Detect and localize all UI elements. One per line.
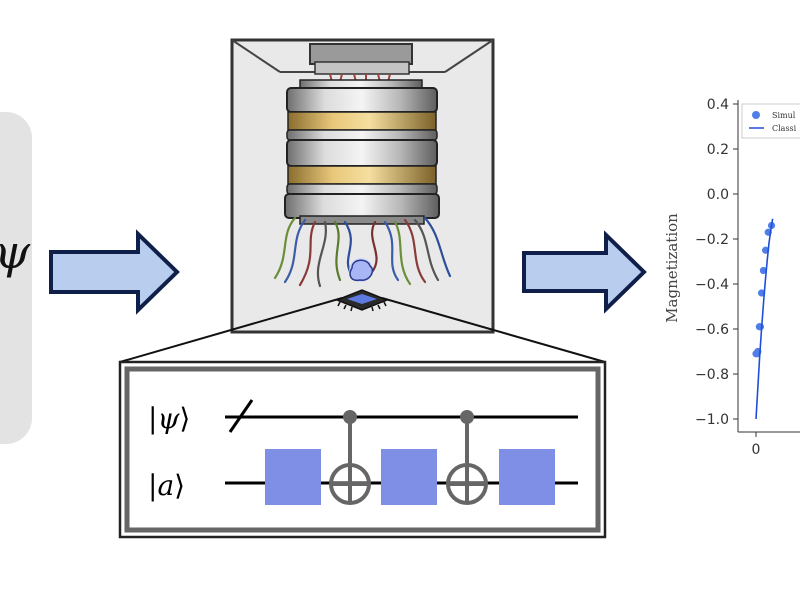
y-tick-label: 0.0 [707,187,729,203]
left-equation-panel [0,112,32,444]
chart-legend: Simul Classi [741,103,800,139]
arrow-right-2 [522,230,647,314]
y-tick-label: −0.2 [695,232,729,248]
x-tick-label: 0 [752,442,761,458]
legend-label-classi: Classi [772,124,797,133]
multi-qubit-slash [228,399,254,433]
data-point-simul [759,266,768,275]
qubit-label-psi: |ψ⟩ [148,402,190,435]
y-tick-label: −0.4 [695,277,729,293]
series-line-classi [755,218,774,420]
gate-1 [265,449,321,505]
data-point-simul [756,323,765,331]
cnot-gate-1 [329,410,371,505]
gate-3 [499,449,555,505]
quantum-circuit: |ψ⟩ |a⟩ [118,360,607,539]
arrow-right-1 [49,229,180,315]
zoom-line-left [119,297,343,363]
cnot-gate-2 [446,410,488,505]
y-tick-label: −0.8 [695,367,729,383]
y-tick-label: 0.4 [707,97,729,113]
legend-label-simul: Simul [772,111,796,120]
y-tick-label: −0.6 [695,322,729,338]
zoom-line-right [381,297,606,363]
y-axis-label: Magnetization [663,213,681,323]
data-point-simul [757,289,766,297]
qubit-label-a: |a⟩ [148,469,185,502]
cryostat-illustration [230,38,495,334]
legend-marker-simul [752,111,760,119]
y-tick-label: −1.0 [695,412,729,428]
magnetization-chart: 0.4 0.2 0.0 −0.2 −0.4 −0.6 −0.8 −1.0 0 Magnetiz… [663,97,800,458]
gate-2 [381,449,437,505]
y-tick-label: 0.2 [707,142,729,158]
